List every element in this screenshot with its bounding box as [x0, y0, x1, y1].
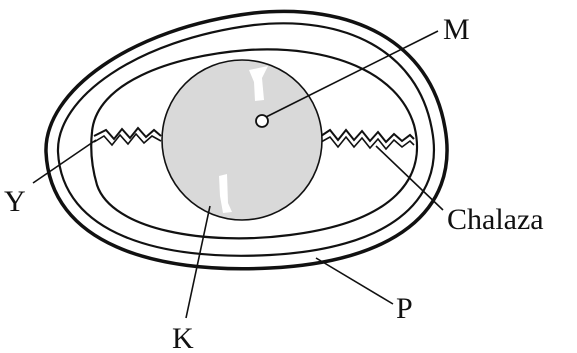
- shell-outer-line: [44, 9, 449, 271]
- shell-inner-line: [56, 22, 435, 257]
- chalaza-right-double: [320, 135, 415, 151]
- leader-line-chalaza: [375, 145, 444, 211]
- chalaza-right: [320, 128, 415, 144]
- label-m: M: [443, 13, 470, 46]
- chalaza-left-double: [93, 132, 162, 147]
- leader-line-y: [32, 139, 97, 184]
- germinal-disc: [255, 114, 269, 128]
- label-p: P: [396, 292, 413, 325]
- label-chalaza: Chalaza: [447, 203, 544, 236]
- leader-line-m: [265, 30, 439, 118]
- yolk-highlight-top: [249, 66, 268, 101]
- leader-line-p: [315, 257, 394, 305]
- yolk: [161, 59, 323, 221]
- yolk-highlight-bottom: [219, 174, 232, 213]
- inner-membrane: [90, 48, 419, 240]
- label-y: Y: [4, 185, 26, 218]
- label-k: K: [172, 322, 194, 353]
- chalaza-left: [93, 126, 162, 141]
- leader-line-k: [185, 205, 211, 319]
